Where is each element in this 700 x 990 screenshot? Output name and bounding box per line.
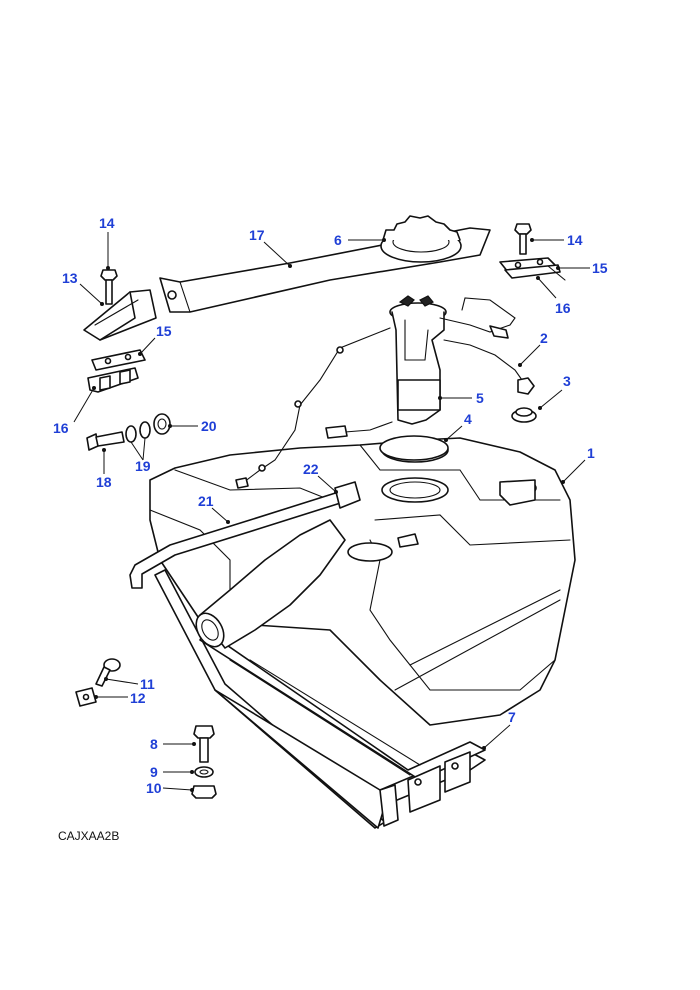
fuel-pump-unit [235,295,535,489]
callout-13: 13 [62,270,78,286]
bolt-11 [95,658,121,687]
callout-5: 5 [476,390,484,406]
nut-plate-right [504,264,566,281]
callout-10: 10 [146,780,162,796]
clamp-plate-left [91,349,146,371]
callout-12: 12 [130,690,146,706]
diagram-reference-code: CAJXAA2B [58,829,119,843]
nut-plate-left [87,367,139,393]
callout-9: 9 [150,764,158,780]
callout-22: 22 [303,461,319,477]
callout-19: 19 [135,458,151,474]
callout-17: 17 [249,227,265,243]
bolt-left-top [100,269,118,305]
callout-14-right: 14 [567,232,583,248]
callout-16-left: 16 [53,420,69,436]
tank-cradle [154,569,486,829]
callout-3: 3 [563,373,571,389]
mounting-bracket-left [83,289,157,341]
bolt-8 [193,725,215,763]
callout-2: 2 [540,330,548,346]
leader-lines [73,232,590,791]
bolt-18 [86,431,125,451]
callout-14-left: 14 [99,215,115,231]
callout-8: 8 [150,736,158,752]
callout-4: 4 [464,411,472,427]
callout-1: 1 [587,445,595,461]
callout-7: 7 [508,709,516,725]
callout-15-left: 15 [156,323,172,339]
pump-seal [379,435,449,461]
callout-21: 21 [198,493,214,509]
callout-16-right: 16 [555,300,571,316]
callout-labels: 1 2 3 4 5 6 7 8 9 10 11 12 13 14 14 15 1… [53,215,608,796]
callout-18: 18 [96,474,112,490]
locking-ring [380,215,462,263]
callout-6: 6 [334,232,342,248]
callout-15-right: 15 [592,260,608,276]
nut-clip-12 [75,687,97,707]
callout-11: 11 [140,676,155,692]
nut-20 [153,413,171,435]
bolt-right-top [514,223,532,255]
nut-10 [191,785,217,799]
washer-9 [194,766,214,778]
callout-20: 20 [201,418,217,434]
hose-clip [334,481,361,509]
leader-dots [92,238,565,792]
washer-pair-19 [125,421,151,443]
grommet [511,407,537,423]
